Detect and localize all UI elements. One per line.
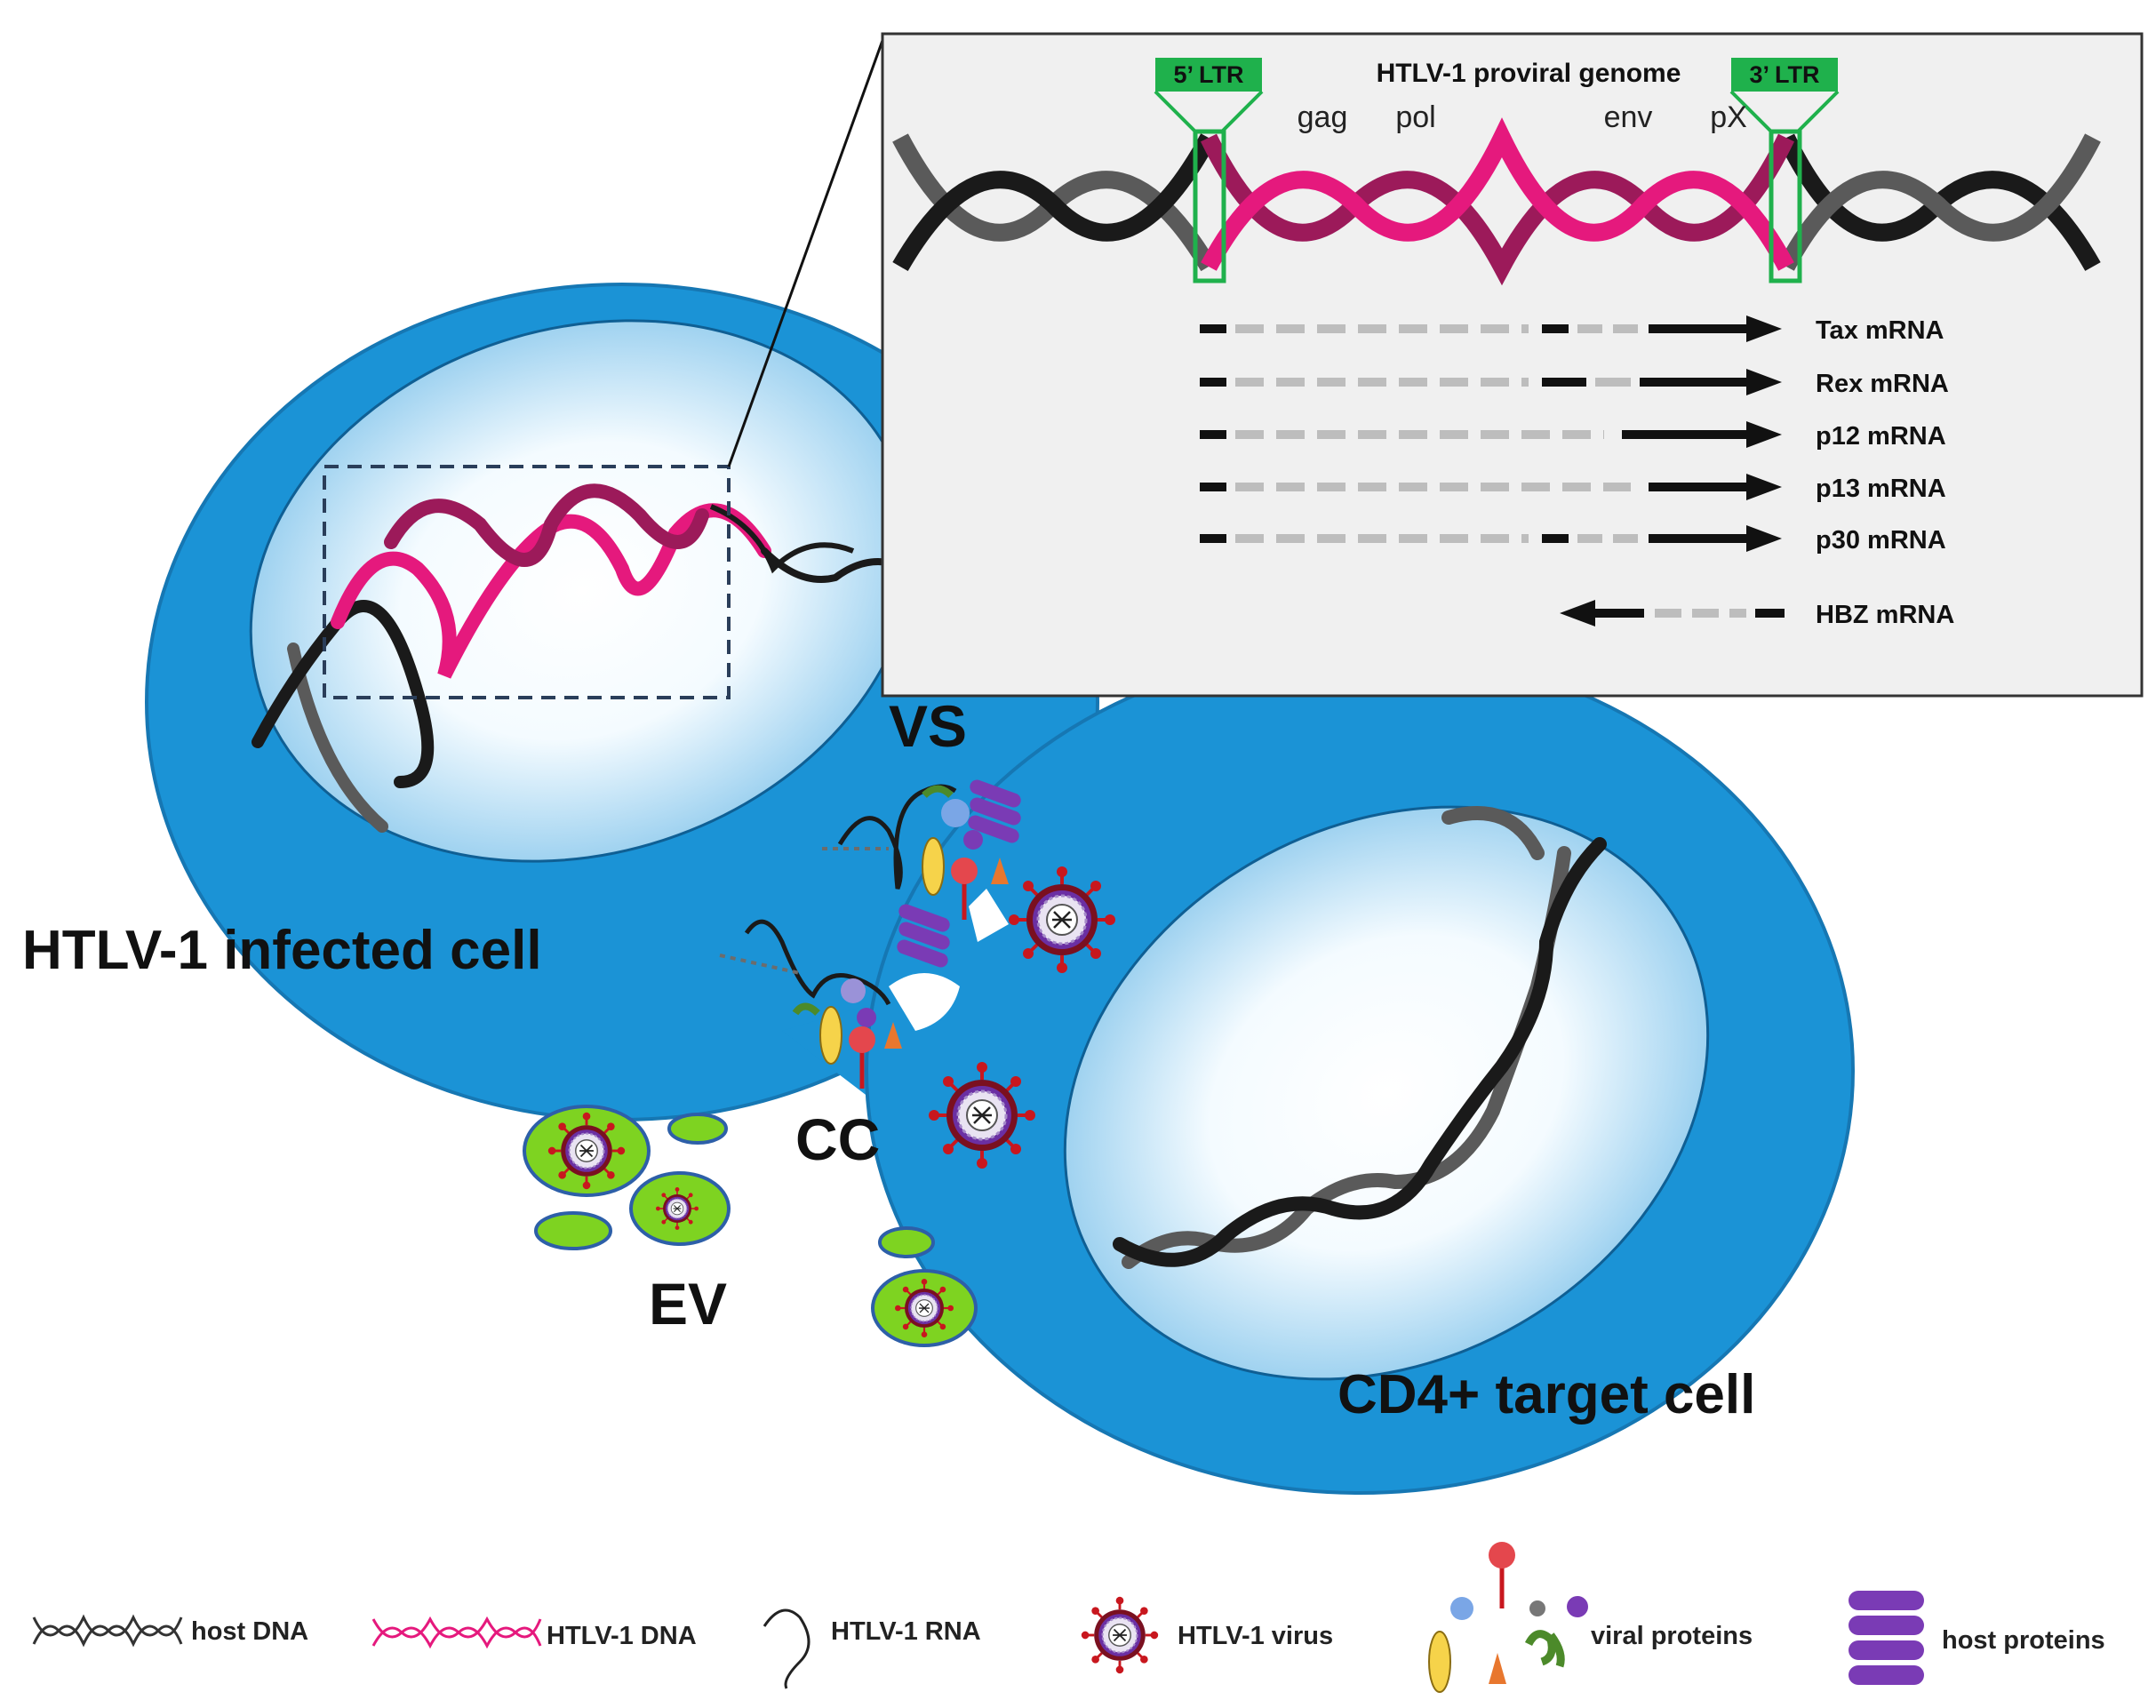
genome-panel-box	[881, 32, 2144, 698]
legend-label: host DNA	[191, 1617, 308, 1646]
transcript-label: HBZ mRNA	[1816, 601, 1954, 629]
gene-label-gag: gag	[1298, 100, 1348, 134]
gene-label-env: env	[1604, 100, 1653, 134]
legend-label: viral proteins	[1591, 1622, 1753, 1650]
zoom-box	[323, 465, 731, 699]
legend-item-host-dna: host DNA	[32, 1614, 308, 1648]
htlv-rna-strand	[744, 919, 891, 1006]
viral-protein-orange	[991, 858, 1009, 884]
proviral-genome-helix	[892, 117, 2101, 286]
legend-item-htlv-virus: HTLV-1 virus	[1080, 1595, 1333, 1675]
htlv-virus-particle	[1007, 865, 1117, 975]
genome-title: HTLV-1 proviral genome	[1377, 59, 1681, 88]
viral-protein-yellow	[819, 1006, 842, 1065]
legend-label: HTLV-1 RNA	[831, 1617, 981, 1646]
legend: host DNA HTLV-1 DNA HTLV-1 RNA HTLV-1 vi…	[32, 1542, 2105, 1693]
genome-panel: HTLV-1 proviral genome 5’ LTR 3’ LTR gag…	[881, 32, 2144, 698]
target-cell-label: CD4+ target cell	[1338, 1364, 1755, 1425]
target-cell-dna	[1113, 806, 1607, 1269]
gene-label-pol: pol	[1395, 100, 1435, 134]
transcript-label: Tax mRNA	[1816, 316, 1944, 345]
transcript-rex: Rex mRNA	[1200, 369, 1949, 398]
zoom-connector	[727, 35, 886, 467]
legend-label: HTLV-1 DNA	[547, 1622, 697, 1650]
legend-label: host proteins	[1942, 1626, 2105, 1655]
transcript-label: p30 mRNA	[1816, 526, 1946, 555]
ltr-5-marker: 5’ LTR	[1154, 58, 1264, 283]
host-protein-stack	[897, 779, 1021, 968]
transcript-p12: p12 mRNA	[1200, 421, 1946, 451]
ev-label: EV	[649, 1271, 727, 1337]
htlv-virus-particle	[927, 1060, 1037, 1170]
ltr-3-label: 3’ LTR	[1749, 61, 1819, 88]
viral-protein-purple	[963, 830, 983, 850]
viral-protein-yellow	[922, 837, 945, 896]
legend-label: HTLV-1 virus	[1178, 1622, 1333, 1650]
virus-icon	[1080, 1595, 1160, 1675]
transcript-tax: Tax mRNA	[1200, 315, 1944, 345]
legend-item-htlv-rna: HTLV-1 RNA	[763, 1608, 981, 1689]
transcript-label: p13 mRNA	[1816, 475, 1946, 503]
vs-label: VS	[889, 693, 967, 759]
extracellular-vesicles	[523, 1105, 978, 1347]
legend-item-host-proteins: host proteins	[1849, 1591, 2105, 1685]
ltr-5-label: 5’ LTR	[1173, 61, 1243, 88]
transcript-label: p12 mRNA	[1816, 422, 1946, 451]
infected-cell-dna	[252, 35, 963, 833]
gene-label-px: pX	[1710, 100, 1747, 134]
viral-protein-red	[849, 858, 978, 1089]
legend-item-viral-proteins: viral proteins	[1428, 1542, 1753, 1693]
viral-protein-blue	[941, 799, 970, 827]
legend-item-htlv-dna: HTLV-1 DNA	[371, 1616, 697, 1650]
viral-protein-blue	[841, 978, 866, 1003]
viral-protein-orange	[884, 1022, 902, 1049]
viral-protein-purple	[857, 1008, 876, 1027]
ltr-3-marker: 3’ LTR	[1729, 58, 1840, 283]
cc-label: CC	[795, 1106, 880, 1172]
transcript-label: Rex mRNA	[1816, 370, 1949, 398]
transcript-hbz: HBZ mRNA	[1560, 600, 1954, 629]
transcript-p30: p30 mRNA	[1200, 525, 1946, 555]
transcript-p13: p13 mRNA	[1200, 474, 1946, 503]
synapse-molecules	[719, 779, 1021, 1089]
infected-cell-label: HTLV-1 infected cell	[22, 920, 542, 981]
